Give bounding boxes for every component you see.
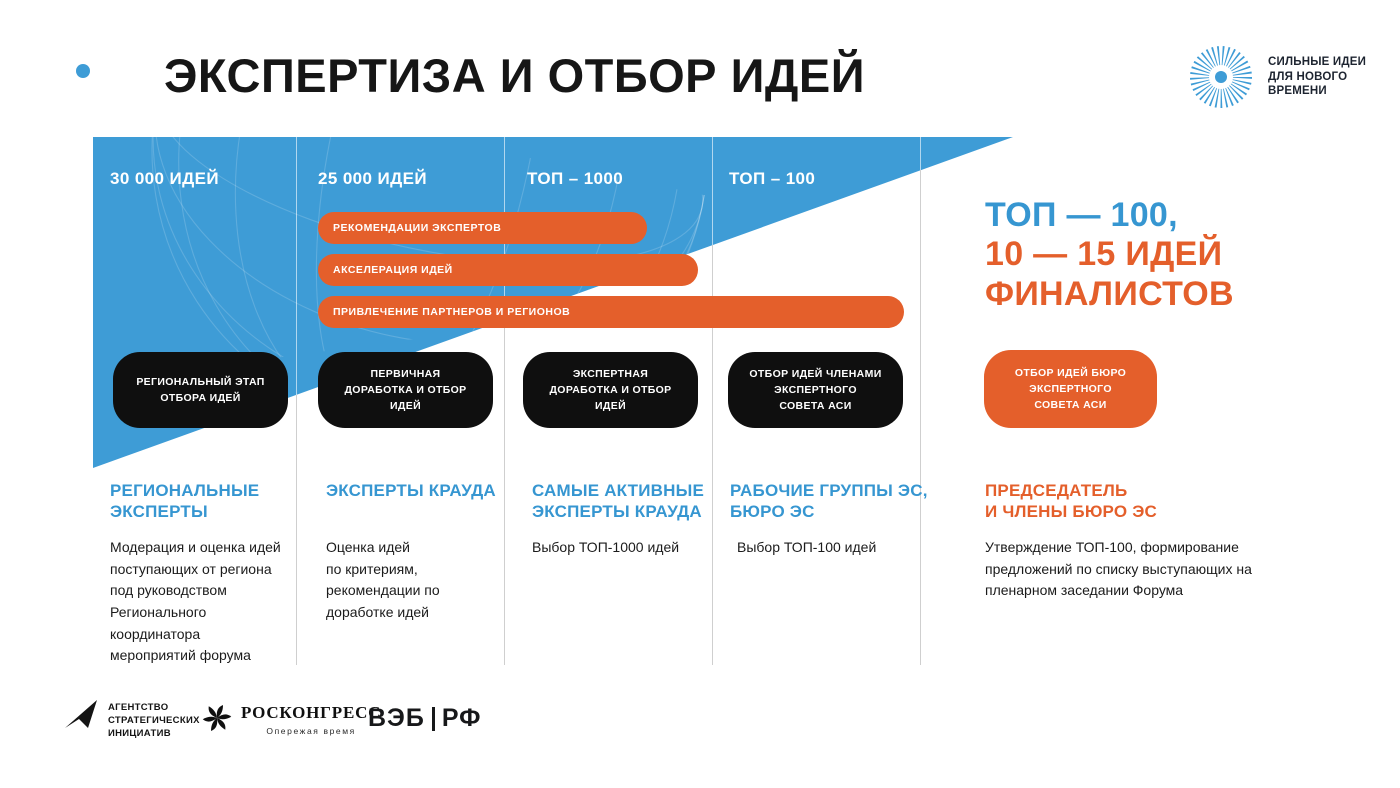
stage-box-regional: РЕГИОНАЛЬНЫЙ ЭТАП ОТБОРА ИДЕЙ: [113, 352, 288, 428]
column-divider: [920, 170, 921, 665]
column-divider: [712, 137, 713, 245]
column-divider: [296, 137, 297, 395]
roscongress-logo: РОСКОНГРЕСС Опережая время: [202, 703, 381, 736]
asi-logo-text: АГЕНТСТВО СТРАТЕГИЧЕСКИХ ИНИЦИАТИВ: [108, 702, 200, 739]
stage-count-1: 30 000 ИДЕЙ: [110, 169, 220, 188]
result-text: ТОП — 100, 10 — 15 ИДЕЙ ФИНАЛИСТОВ: [985, 196, 1315, 314]
column-divider: [504, 320, 505, 665]
page-title: ЭКСПЕРТИЗА И ОТБОР ИДЕЙ: [164, 49, 865, 102]
column-heading-2: ЭКСПЕРТЫ КРАУДА: [326, 481, 496, 500]
column-heading-1: РЕГИОНАЛЬНЫЕ ЭКСПЕРТЫ: [110, 481, 260, 521]
brand-logo-text: СИЛЬНЫЕ ИДЕИ ДЛЯ НОВОГО ВРЕМЕНИ: [1268, 55, 1367, 98]
column-heading-3: САМЫЕ АКТИВНЫЕ ЭКСПЕРТЫ КРАУДА: [532, 481, 705, 521]
roscongress-logo-text: РОСКОНГРЕСС: [241, 703, 382, 722]
veb-logo-text-left: ВЭБ: [368, 704, 425, 732]
process-pill-partners: ПРИВЛЕЧЕНИЕ ПАРТНЕРОВ И РЕГИОНОВ: [318, 296, 904, 328]
stage-box-council: ОТБОР ИДЕЙ ЧЛЕНАМИ ЭКСПЕРТНОГО СОВЕТА АС…: [728, 352, 903, 428]
column-divider: [712, 245, 713, 665]
column-divider: [920, 137, 921, 170]
column-body-5: Утверждение ТОП-100, формирование предло…: [985, 539, 1252, 599]
result-bottom-lines: 10 — 15 ИДЕЙ ФИНАЛИСТОВ: [985, 235, 1234, 313]
roscongress-pinwheel-icon: [202, 705, 232, 731]
column-body-4: Выбор ТОП-100 идей: [737, 539, 877, 555]
stage-box-expert: ЭКСПЕРТНАЯ ДОРАБОТКА И ОТБОР ИДЕЙ: [523, 352, 698, 428]
result-top-line: ТОП — 100,: [985, 196, 1178, 234]
process-pill-recommendations: РЕКОМЕНДАЦИИ ЭКСПЕРТОВ: [318, 212, 647, 244]
brand-logo: СИЛЬНЫЕ ИДЕИ ДЛЯ НОВОГО ВРЕМЕНИ: [1188, 44, 1366, 110]
stage-count-3: ТОП – 1000: [527, 169, 624, 188]
veb-logo-text-right: РФ: [441, 704, 482, 732]
column-body-3: Выбор ТОП-1000 идей: [532, 539, 680, 555]
column-heading-5: ПРЕДСЕДАТЕЛЬ И ЧЛЕНЫ БЮРО ЭС: [985, 481, 1157, 521]
stage-box-bureau-final: ОТБОР ИДЕЙ БЮРО ЭКСПЕРТНОГО СОВЕТА АСИ: [984, 350, 1157, 428]
asi-arrow-icon: [65, 700, 97, 728]
process-pill-acceleration: АКСЕЛЕРАЦИЯ ИДЕЙ: [318, 254, 698, 286]
veb-logo: ВЭБ РФ: [368, 704, 482, 733]
column-body-2: Оценка идей по критериям, рекомендации п…: [326, 539, 440, 621]
roscongress-tagline: Опережая время: [266, 726, 356, 736]
column-body-1: Модерация и оценка идей поступающих от р…: [110, 539, 281, 664]
stage-count-2: 25 000 ИДЕЙ: [318, 169, 428, 188]
column-heading-4: РАБОЧИЕ ГРУППЫ ЭС, БЮРО ЭС: [730, 481, 928, 521]
title-bullet-dot: [76, 64, 90, 78]
asi-logo: АГЕНТСТВО СТРАТЕГИЧЕСКИХ ИНИЦИАТИВ: [64, 698, 200, 740]
veb-divider: [431, 706, 435, 731]
stage-box-primary: ПЕРВИЧНАЯ ДОРАБОТКА И ОТБОР ИДЕЙ: [318, 352, 493, 428]
sunburst-icon: [1190, 46, 1252, 108]
stage-count-4: ТОП – 100: [729, 169, 816, 188]
column-divider: [296, 395, 297, 665]
